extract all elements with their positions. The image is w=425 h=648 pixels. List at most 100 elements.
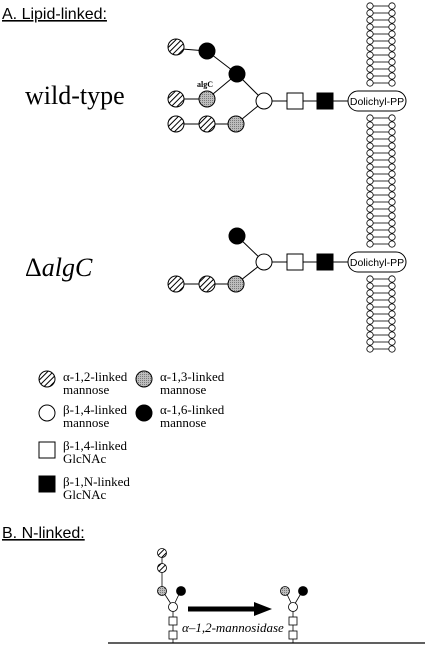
- lipid-head-left: [366, 2, 374, 10]
- wt-beta14-glcnac: [286, 92, 304, 110]
- lipid-head-right: [388, 16, 396, 24]
- wt-alpha13-mannose-2: [227, 115, 245, 133]
- lipid-head-right: [388, 65, 396, 73]
- nlinked-after: [280, 586, 308, 643]
- b-after-glcnac-2: [288, 630, 298, 640]
- lipid-head-left: [366, 317, 374, 325]
- lipid-head-right: [388, 282, 396, 290]
- nlinked-before: [157, 548, 186, 643]
- lipid-head-left: [366, 191, 374, 199]
- wt-beta14-mannose: [255, 92, 273, 110]
- lipid-head-right: [388, 37, 396, 45]
- lipid-head-left: [366, 72, 374, 80]
- lipid-head-right: [388, 2, 396, 10]
- lipid-head-left: [366, 331, 374, 339]
- lipid-head-right: [388, 142, 396, 150]
- lipid-head-right: [388, 184, 396, 192]
- b-before-glcnac-1: [168, 616, 178, 626]
- lipid-head-left: [366, 128, 374, 136]
- legend-3-line2: mannose: [63, 415, 109, 430]
- lipid-head-left: [366, 338, 374, 346]
- lipid-head-right: [388, 303, 396, 311]
- lipid-head-right: [388, 289, 396, 297]
- lipid-head-left: [366, 79, 374, 87]
- dolichyl-pp-label-2: Dolichyl-PP: [350, 257, 404, 269]
- mut-beta14-mannose: [255, 253, 273, 271]
- lipid-head-right: [388, 338, 396, 346]
- lipid-head-left: [366, 170, 374, 178]
- legend-3-line1: β-1,4-linked: [63, 402, 128, 417]
- lipid-head-left: [366, 51, 374, 59]
- legend-1-line2: mannose: [63, 382, 109, 397]
- legend-open-square-icon: [38, 441, 56, 459]
- dolichyl-pp-wildtype: [347, 90, 407, 112]
- lipid-head-right: [388, 58, 396, 66]
- lipid-head-right: [388, 331, 396, 339]
- b-before-alpha16-mannose: [176, 586, 186, 596]
- lipid-head-left: [366, 219, 374, 227]
- wt-alpha12-mannose-1: [167, 38, 185, 56]
- mut-alpha12-mannose-2: [198, 275, 216, 293]
- wt-beta1n-glcnac: [316, 92, 334, 110]
- wt-alpha16-mannose-2: [228, 65, 246, 83]
- lipid-head-right: [388, 233, 396, 241]
- b-before-beta14-mannose: [168, 602, 178, 612]
- lipid-head-right: [388, 205, 396, 213]
- b-before-glcnac-2: [168, 630, 178, 640]
- legend-gray-circle-icon: [135, 370, 153, 388]
- lipid-head-right: [388, 198, 396, 206]
- lipid-head-left: [366, 289, 374, 297]
- dolichyl-pp-label-1: Dolichyl-PP: [350, 96, 404, 108]
- wildtype-label: wild-type: [25, 81, 125, 110]
- lipid-head-left: [366, 233, 374, 241]
- lipid-head-right: [388, 23, 396, 31]
- lipid-head-left: [366, 345, 374, 353]
- lipid-head-left: [366, 149, 374, 157]
- legend-4-line2: mannose: [160, 415, 206, 430]
- enzyme-label: α–1,2-mannosidase: [182, 620, 284, 635]
- lipid-head-right: [388, 156, 396, 164]
- lipid-head-right: [388, 324, 396, 332]
- lipid-head-right: [388, 170, 396, 178]
- lipid-head-left: [366, 121, 374, 129]
- lipid-head-left: [366, 205, 374, 213]
- lipid-head-left: [366, 310, 374, 318]
- legend-2-line1: α-1,3-linked: [160, 369, 225, 384]
- b-after-beta14-mannose: [288, 602, 298, 612]
- lipid-head-right: [388, 114, 396, 122]
- mut-alpha12-mannose-1: [167, 275, 185, 293]
- wt-alpha13-mannose-1: [198, 90, 216, 108]
- wt-alpha12-mannose-4: [198, 115, 216, 133]
- lipid-head-left: [366, 44, 374, 52]
- wt-alpha12-mannose-2: [167, 90, 185, 108]
- wt-alpha16-mannose-1: [198, 42, 216, 60]
- lipid-head-right: [388, 345, 396, 353]
- dolichyl-pp-mutant: [347, 251, 407, 273]
- lipid-head-left: [366, 282, 374, 290]
- b-after-alpha16-mannose: [298, 586, 308, 596]
- lipid-head-right: [388, 128, 396, 136]
- legend-2-line2: mannose: [160, 382, 206, 397]
- lipid-head-right: [388, 310, 396, 318]
- section-b-title: B. N-linked:: [2, 525, 85, 542]
- lipid-head-left: [366, 296, 374, 304]
- legend: [38, 370, 153, 493]
- mutant-gene: algC: [42, 253, 93, 282]
- legend-5-line2: GlcNAc: [63, 451, 107, 466]
- lipid-head-left: [366, 156, 374, 164]
- lipid-head-right: [388, 191, 396, 199]
- mut-alpha16-mannose: [228, 227, 246, 245]
- b-after-glcnac-1: [288, 616, 298, 626]
- lipid-head-right: [388, 296, 396, 304]
- lipid-head-right: [388, 79, 396, 87]
- lipid-head-left: [366, 58, 374, 66]
- lipid-head-left: [366, 37, 374, 45]
- wildtype-glycan: [167, 38, 348, 133]
- lipid-head-right: [388, 163, 396, 171]
- legend-6-line2: GlcNAc: [63, 487, 107, 502]
- lipid-head-left: [366, 240, 374, 248]
- lipid-head-left: [366, 226, 374, 234]
- lipid-head-left: [366, 30, 374, 38]
- lipid-head-right: [388, 51, 396, 59]
